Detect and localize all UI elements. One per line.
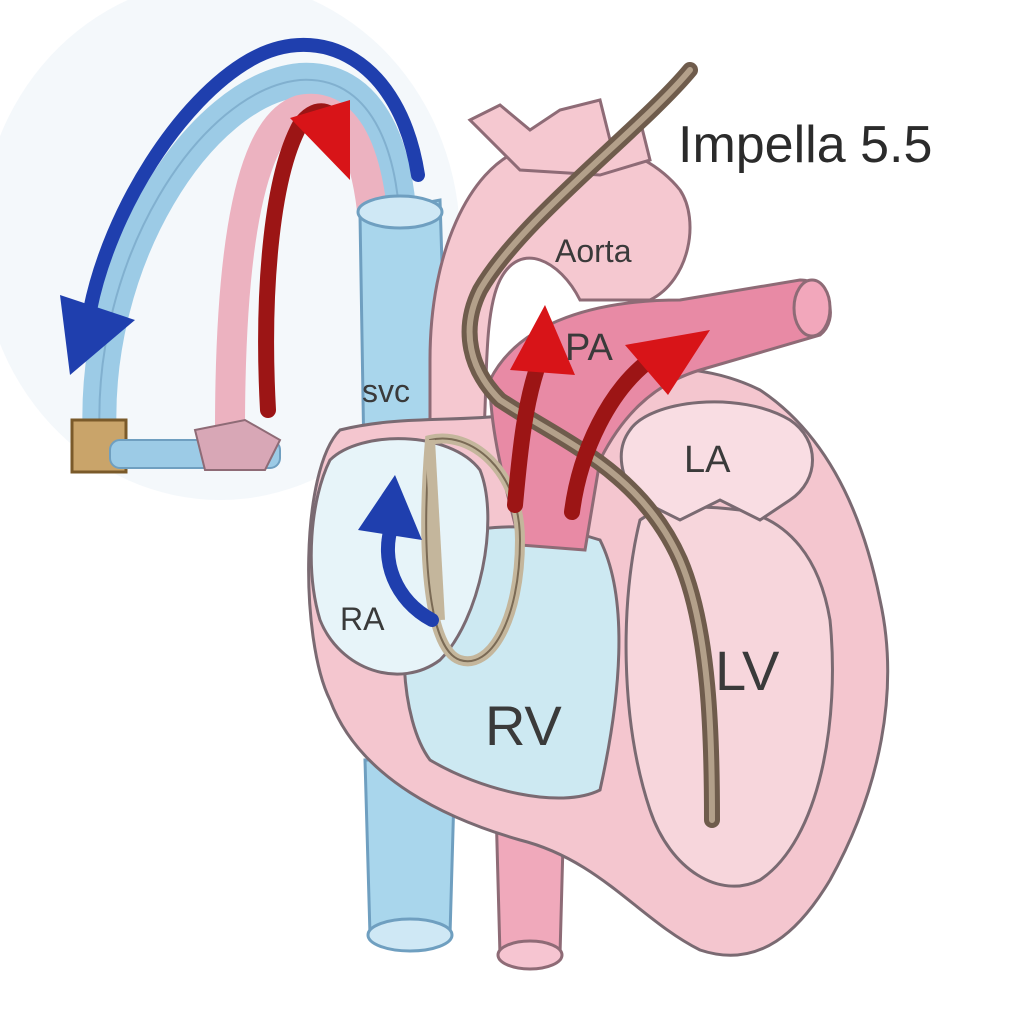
device-label: Impella 5.5 (678, 116, 932, 174)
pa-label: PA (565, 327, 614, 369)
rv-label: RV (485, 694, 562, 757)
pa-branch-opening (794, 280, 830, 336)
aorta-label: Aorta (555, 233, 632, 269)
lv-label: LV (715, 639, 780, 702)
ivc-opening (368, 919, 452, 951)
ra-label: RA (340, 601, 385, 637)
svc-label: svc (362, 373, 410, 409)
descending-aorta-opening (498, 941, 562, 969)
la-label: LA (684, 439, 731, 481)
svc-opening (358, 196, 442, 228)
